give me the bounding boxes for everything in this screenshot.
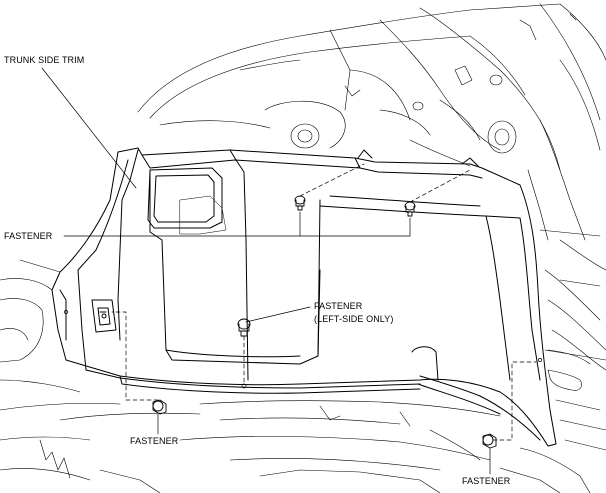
vehicle-body-left [0, 259, 201, 481]
label-fastener-left-side: FASTENER [314, 301, 363, 311]
mounting-holes [64, 310, 542, 389]
trunk-side-trim-panel [51, 147, 557, 447]
fastener-upper-left-icon [294, 195, 306, 211]
fastener-upper-right-icon [404, 201, 416, 217]
label-fastener-lower-right: FASTENER [462, 476, 511, 486]
label-trunk-side-trim: TRUNK SIDE TRIM [4, 55, 85, 65]
leader-lines [41, 67, 491, 475]
trunk-floor [99, 400, 591, 493]
fastener-lower-left-icon [152, 399, 167, 415]
vehicle-body-upper [137, 3, 606, 241]
label-fastener-left-side-note: (LEFT-SIDE ONLY) [314, 314, 394, 324]
label-fastener-lower-left: FASTENER [130, 436, 179, 446]
installation-guide-lines [111, 163, 537, 441]
vehicle-body-right [539, 229, 606, 451]
label-fastener-upper: FASTENER [4, 231, 53, 241]
fastener-lower-right-icon [482, 433, 497, 449]
